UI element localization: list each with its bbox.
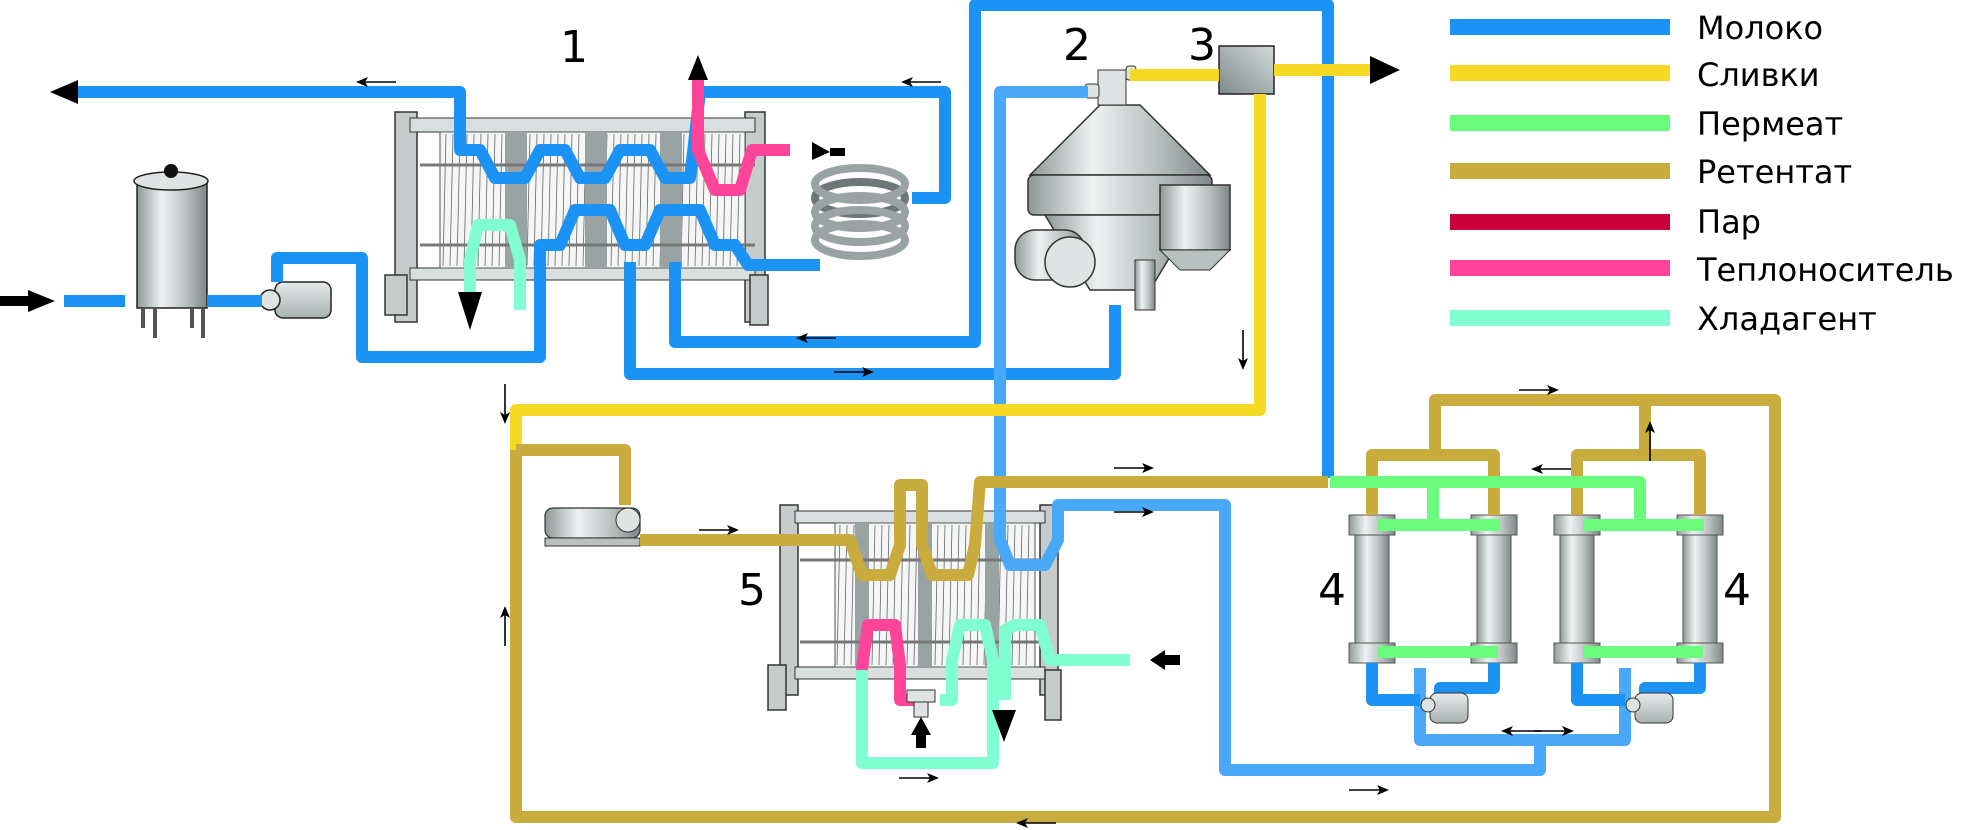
legend-item-retentate: Ретентат <box>1450 153 1852 191</box>
storage-tank <box>133 164 209 338</box>
pump-membrane-left <box>1420 692 1469 724</box>
legend-label-permeate: Пермеат <box>1697 105 1843 143</box>
legend-item-cream: Сливки <box>1450 56 1820 94</box>
legend: Молоко Сливки Пермеат Ретентат Пар Тепло… <box>1450 9 1954 338</box>
label-component-4-left: 4 <box>1318 565 1346 616</box>
legend-swatch-retentate <box>1450 163 1670 179</box>
legend-swatch-coolant <box>1450 310 1670 326</box>
arrowhead-icon <box>901 77 913 87</box>
legend-label-milk: Молоко <box>1697 9 1823 47</box>
legend-item-coolant: Хладагент <box>1450 300 1877 338</box>
legend-item-heating-medium: Теплоноситель <box>1450 251 1954 289</box>
arrowhead-icon <box>1142 507 1154 517</box>
holding-coil <box>811 164 909 260</box>
arrowhead-icon <box>500 412 510 424</box>
legend-label-cream: Сливки <box>1697 56 1820 94</box>
flow-arrows <box>356 77 1655 828</box>
arrowhead-icon <box>1238 358 1248 370</box>
heating-medium-lines <box>688 55 915 706</box>
arrowhead-icon <box>1547 385 1559 395</box>
arrowhead-icon <box>1501 726 1513 736</box>
arrowhead-icon <box>1531 464 1543 474</box>
pump-membrane-right <box>1625 692 1674 724</box>
legend-item-permeate: Пермеат <box>1450 105 1843 143</box>
legend-swatch-milk <box>1450 19 1670 35</box>
legend-label-coolant: Хладагент <box>1697 300 1877 338</box>
legend-label-heating-medium: Теплоноситель <box>1696 251 1954 289</box>
permeate-lines <box>1330 476 1704 658</box>
arrowhead-icon <box>1142 463 1154 473</box>
arrowhead-icon <box>927 773 939 783</box>
legend-swatch-permeate <box>1450 115 1670 131</box>
legend-swatch-steam <box>1450 214 1670 230</box>
membrane-unit-left <box>1348 514 1518 664</box>
arrowhead-icon <box>500 606 510 618</box>
pump-retentate <box>544 507 641 547</box>
arrowhead-icon <box>1016 818 1028 828</box>
arrowhead-icon <box>1562 726 1574 736</box>
label-component-2: 2 <box>1063 20 1091 71</box>
legend-label-retentate: Ретентат <box>1697 153 1852 191</box>
arrowhead-icon <box>796 333 808 343</box>
pump-feed <box>259 281 332 319</box>
steam-inlet <box>906 689 936 748</box>
label-component-1: 1 <box>560 22 588 73</box>
arrowhead-icon <box>1645 421 1655 433</box>
label-component-5: 5 <box>738 565 766 616</box>
legend-label-steam: Пар <box>1697 203 1761 241</box>
legend-item-milk: Молоко <box>1450 9 1823 47</box>
membrane-unit-right <box>1553 514 1724 664</box>
coolant-lines <box>458 219 1180 769</box>
arrowhead-icon <box>727 525 739 535</box>
legend-swatch-cream <box>1450 65 1670 81</box>
legend-item-steam: Пар <box>1450 203 1761 241</box>
arrowhead-icon <box>1377 785 1389 795</box>
arrowhead-icon <box>862 367 874 377</box>
legend-swatch-heating-medium <box>1450 260 1670 276</box>
label-component-4-right: 4 <box>1723 565 1751 616</box>
standardization-unit <box>1218 45 1275 95</box>
cream-lines <box>510 56 1400 450</box>
separator <box>1014 65 1232 311</box>
label-component-3: 3 <box>1188 20 1216 71</box>
arrowhead-icon <box>356 77 368 87</box>
